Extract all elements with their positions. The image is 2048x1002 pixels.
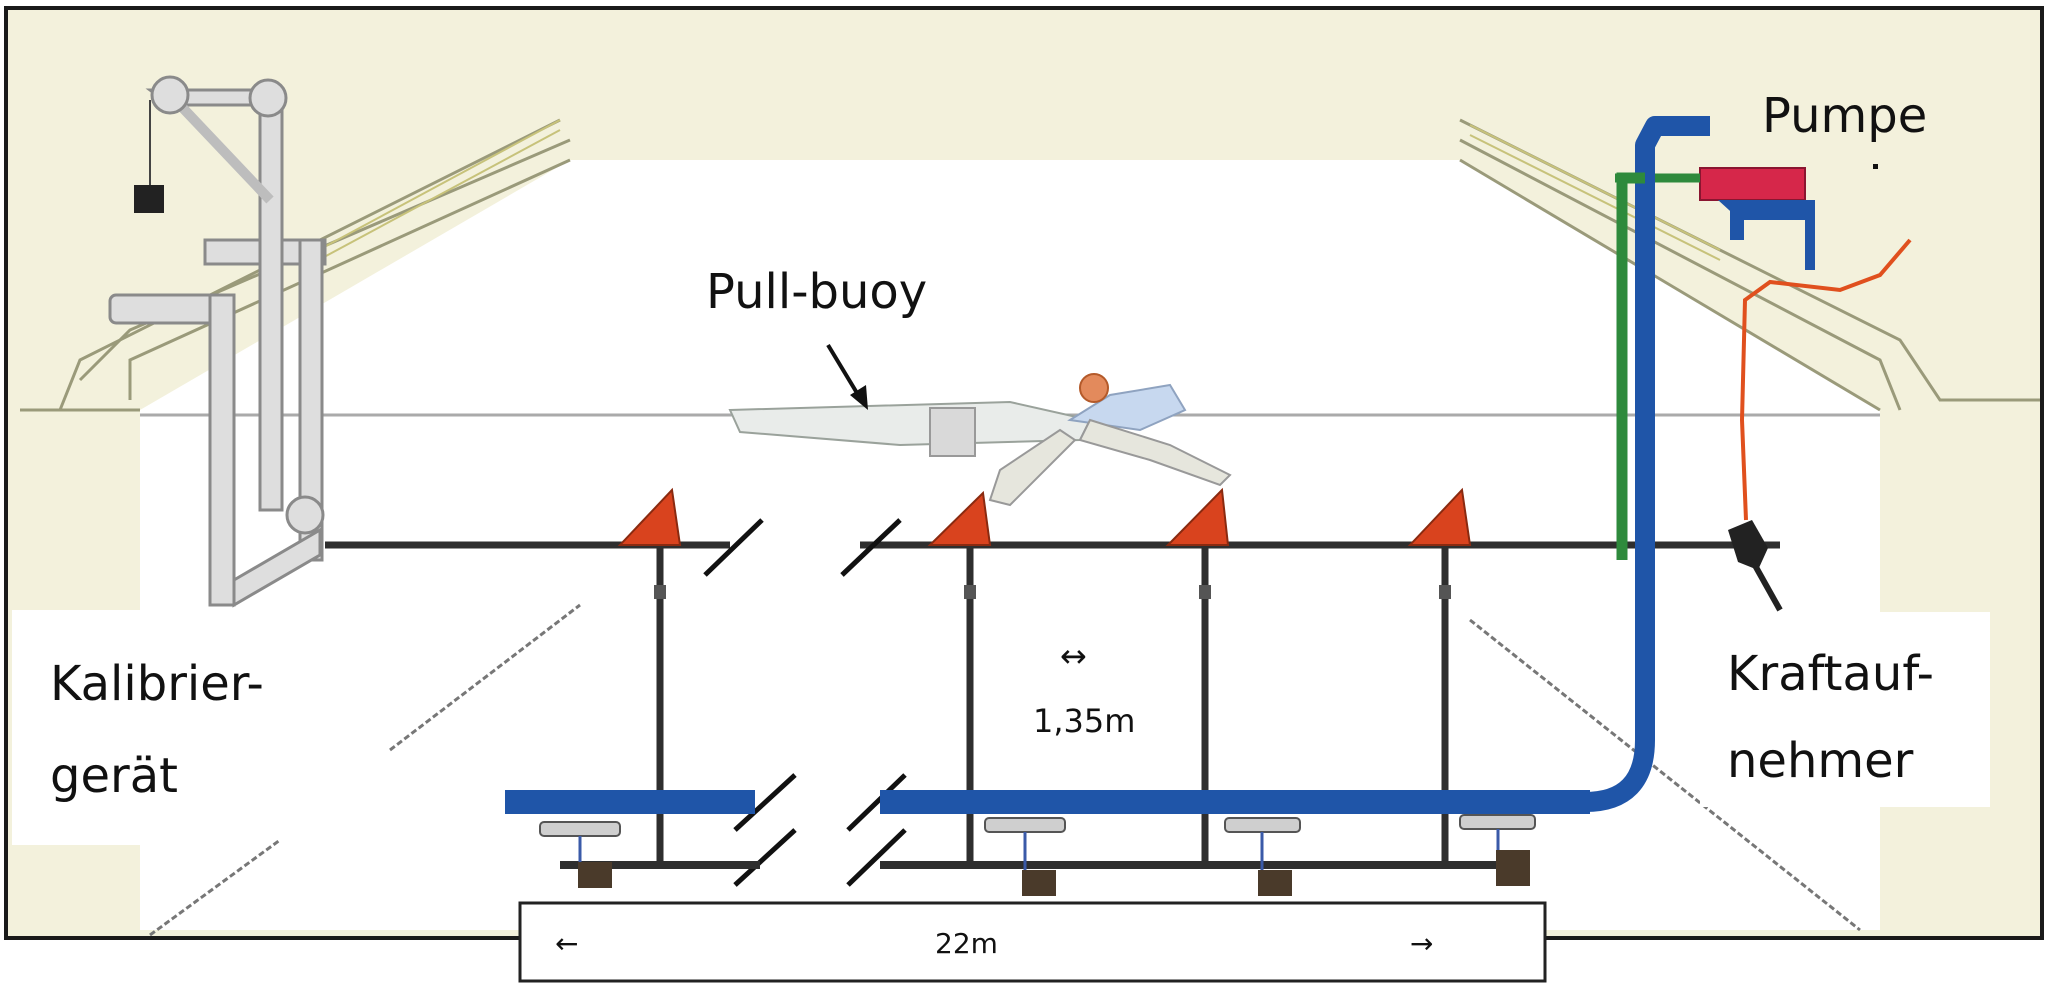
label-spacing: 1,35m xyxy=(1033,702,1136,740)
pool-floor-lines xyxy=(149,603,1861,937)
label-pumpe-dot xyxy=(1873,164,1878,169)
kraft-label-bg xyxy=(1700,612,1990,807)
rail-markers xyxy=(617,487,1472,546)
length-left-arrow: ← xyxy=(555,927,579,960)
label-kraft-line1: Kraftauf- xyxy=(1727,646,1934,702)
spacing-arrow: ↔ xyxy=(1060,637,1087,675)
pump xyxy=(1615,167,1815,270)
force-sensor-cable xyxy=(1739,238,1912,521)
length-right-arrow: → xyxy=(1410,927,1434,960)
green-pipe xyxy=(1616,172,1645,560)
label-length: 22m xyxy=(935,927,998,960)
blue-supply-pipe xyxy=(1584,116,1710,812)
stand-links xyxy=(578,829,1500,870)
post-clamps xyxy=(654,585,1451,599)
pull-buoy-pointer xyxy=(826,343,868,410)
floor-stands xyxy=(539,814,1536,837)
force-transducer xyxy=(1728,520,1783,612)
label-kalibrier-line2: gerät xyxy=(50,748,178,804)
calibration-weight xyxy=(134,100,164,213)
label-pull-buoy: Pull-buoy xyxy=(706,264,928,320)
label-kalibrier-line1: Kalibrier- xyxy=(50,656,264,712)
floor-pipe xyxy=(505,790,1590,814)
calibration-device xyxy=(108,75,327,608)
label-kraft-line2: nehmer xyxy=(1727,733,1914,789)
right-deck-hatch xyxy=(1469,124,1721,261)
label-pumpe: Pumpe xyxy=(1762,88,1928,144)
swimmer xyxy=(728,373,1232,507)
kalibrier-label-bg xyxy=(12,610,242,845)
floor-feet xyxy=(578,850,1530,896)
length-box xyxy=(518,901,1547,983)
left-deck-hatch xyxy=(299,119,561,271)
rail-break-marks xyxy=(703,518,907,887)
